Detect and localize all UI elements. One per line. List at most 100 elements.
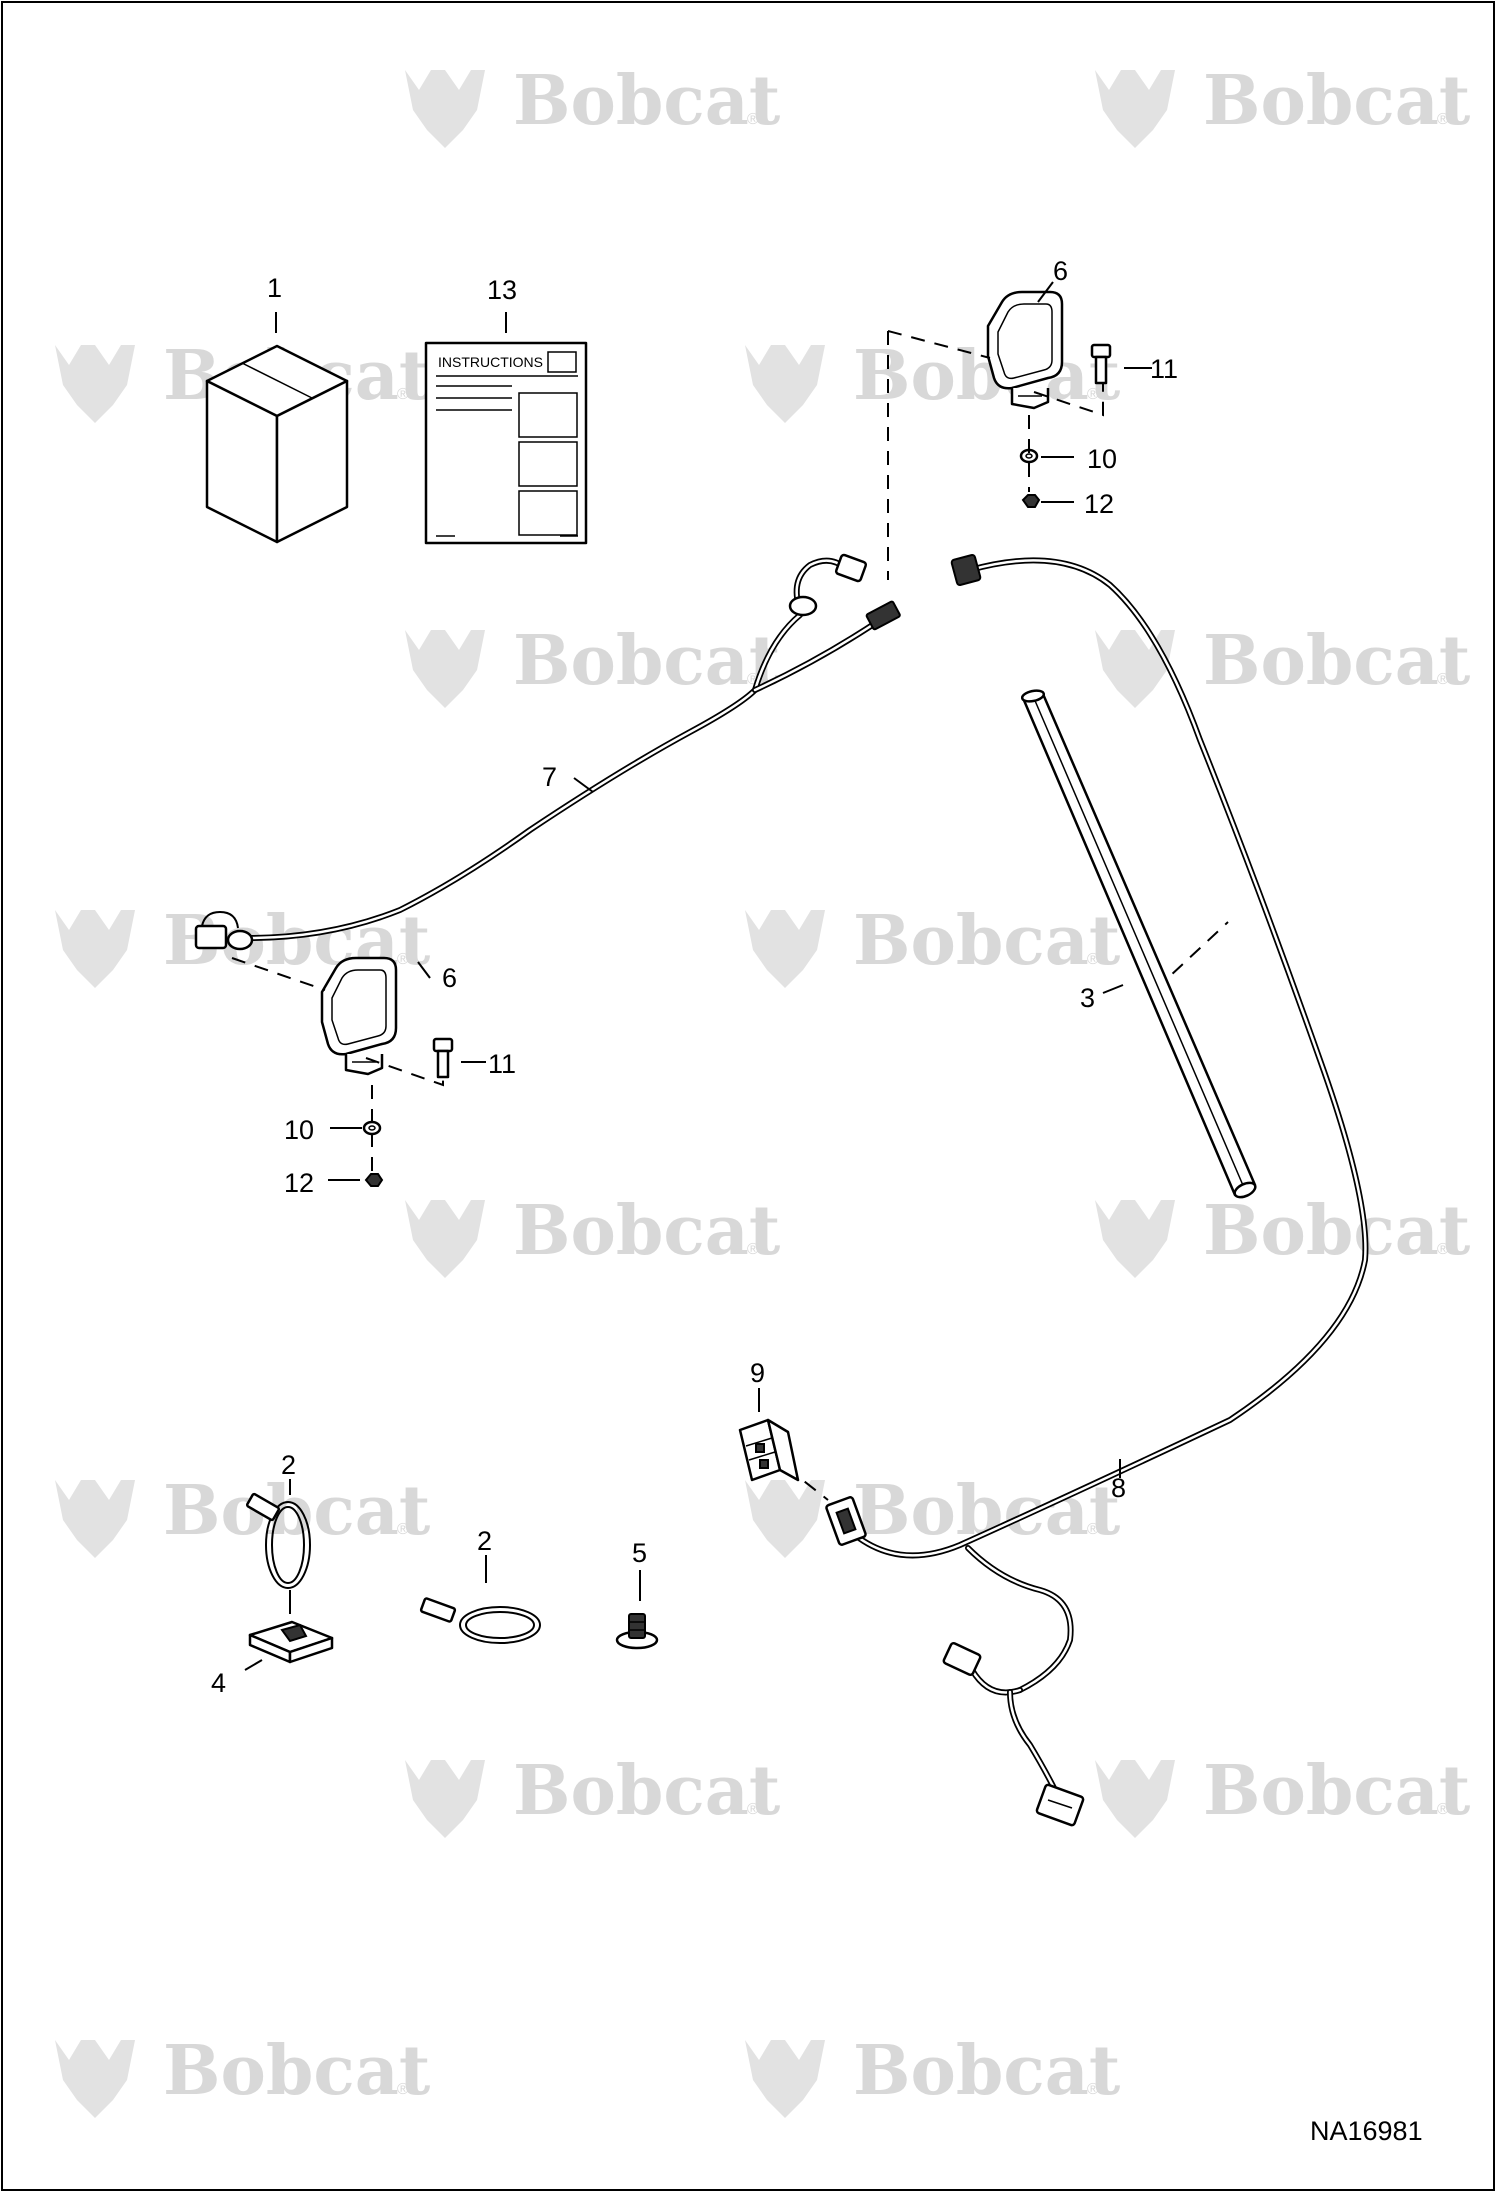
watermark-reg-mark: ® <box>1437 1801 1449 1818</box>
kit-box <box>205 344 349 544</box>
watermark-text: Bobcat <box>853 2031 1121 2111</box>
bobcat-watermark-logo: Bobcat® <box>1095 621 1471 708</box>
watermark-text: Bobcat <box>163 1471 431 1551</box>
watermark-reg-mark: ® <box>397 951 409 968</box>
bobcat-watermark-logo: Bobcat® <box>745 2031 1121 2118</box>
bobcat-head-icon <box>1095 1760 1175 1838</box>
leader-lines <box>244 281 1152 1671</box>
watermark-reg-mark: ® <box>1437 111 1449 128</box>
instructions-heading: INSTRUCTIONS <box>438 354 543 370</box>
callout-12-left: 12 <box>284 1168 314 1198</box>
bobcat-watermark-logo: Bobcat® <box>1095 1751 1471 1838</box>
bobcat-watermark-logo: Bobcat® <box>745 336 1121 423</box>
bobcat-head-icon <box>405 1200 485 1278</box>
bobcat-watermark-logo: Bobcat® <box>405 1191 781 1278</box>
relay-9 <box>738 1418 800 1482</box>
nut-top <box>1021 494 1041 508</box>
callout-4: 4 <box>211 1668 226 1698</box>
bobcat-watermark-logo: Bobcat® <box>1095 61 1471 148</box>
harness-7 <box>194 553 901 951</box>
watermark-text: Bobcat <box>1203 61 1471 141</box>
callout-5: 5 <box>632 1538 647 1568</box>
work-light-left <box>320 956 398 1076</box>
bobcat-head-icon <box>745 910 825 988</box>
watermark-reg-mark: ® <box>1087 2081 1099 2098</box>
watermark-reg-mark: ® <box>1087 951 1099 968</box>
watermark-text: Bobcat <box>1203 1751 1471 1831</box>
drawing-id: NA16981 <box>1310 2116 1423 2146</box>
bobcat-head-icon <box>405 70 485 148</box>
callout-6-left: 6 <box>442 963 457 993</box>
nut-left <box>364 1173 384 1187</box>
watermark-reg-mark: ® <box>1437 671 1449 688</box>
callout-12-top: 12 <box>1084 489 1114 519</box>
callouts: 1 13 6 11 10 12 7 6 11 10 12 3 9 8 2 2 4… <box>211 256 1178 1698</box>
callout-2-left: 2 <box>281 1450 296 1480</box>
harness-8 <box>825 554 1369 1827</box>
bobcat-head-icon <box>745 345 825 423</box>
callout-6-top: 6 <box>1053 256 1068 286</box>
bobcat-head-icon <box>1095 630 1175 708</box>
watermark-text: Bobcat <box>1203 621 1471 701</box>
callout-2-mid: 2 <box>477 1526 492 1556</box>
callout-3: 3 <box>1080 983 1095 1013</box>
bobcat-head-icon <box>55 910 135 988</box>
watermark-text: Bobcat <box>513 1191 781 1271</box>
watermark-text: Bobcat <box>513 1751 781 1831</box>
watermark-reg-mark: ® <box>1087 386 1099 403</box>
bobcat-head-icon <box>405 630 485 708</box>
bobcat-watermark-logo: Bobcat® <box>745 901 1121 988</box>
bobcat-watermark-logo: Bobcat® <box>55 2031 431 2118</box>
watermark-reg-mark: ® <box>747 111 759 128</box>
bobcat-head-icon <box>55 1480 135 1558</box>
watermark-reg-mark: ® <box>397 1521 409 1538</box>
bobcat-watermark-logo: Bobcat® <box>405 61 781 148</box>
cable-tie-mid <box>419 1597 541 1644</box>
bobcat-head-icon <box>405 1760 485 1838</box>
bobcat-head-icon <box>1095 1200 1175 1278</box>
push-rivet-5 <box>615 1613 659 1650</box>
watermark-text: Bobcat <box>163 2031 431 2111</box>
cable-tie-left <box>245 1492 311 1589</box>
watermark-text: Bobcat <box>513 621 781 701</box>
bobcat-watermark-logo: Bobcat® <box>405 621 781 708</box>
callout-13: 13 <box>487 275 517 305</box>
bobcat-watermark-logo: Bobcat® <box>55 1471 431 1558</box>
bobcat-head-icon <box>55 345 135 423</box>
watermark-text: Bobcat <box>853 1471 1121 1551</box>
watermark-layer: Bobcat®Bobcat®Bobcat®Bobcat®Bobcat®Bobca… <box>55 61 1471 2118</box>
strip-3 <box>1020 689 1257 1199</box>
bobcat-watermark-logo: Bobcat® <box>1095 1191 1471 1278</box>
bobcat-head-icon <box>55 2040 135 2118</box>
watermark-reg-mark: ® <box>747 1241 759 1258</box>
bobcat-watermark-logo: Bobcat® <box>745 1471 1121 1558</box>
bobcat-head-icon <box>1095 70 1175 148</box>
callout-11-left: 11 <box>488 1049 516 1079</box>
watermark-reg-mark: ® <box>397 386 409 403</box>
callout-11-top: 11 <box>1150 354 1178 384</box>
watermark-text: Bobcat <box>853 901 1121 981</box>
callout-8: 8 <box>1111 1473 1126 1503</box>
bolt-left <box>432 1037 454 1079</box>
watermark-reg-mark: ® <box>747 1801 759 1818</box>
watermark-reg-mark: ® <box>397 2081 409 2098</box>
bolt-top <box>1090 343 1112 385</box>
bobcat-watermark-logo: Bobcat® <box>405 1751 781 1838</box>
washer-left-hole <box>368 1125 376 1131</box>
watermark-reg-mark: ® <box>1087 1521 1099 1538</box>
watermark-text: Bobcat <box>1203 1191 1471 1271</box>
tie-mount-4 <box>248 1620 334 1664</box>
callout-7: 7 <box>542 762 557 792</box>
instructions-sheet: INSTRUCTIONS <box>424 341 588 545</box>
callout-1: 1 <box>267 273 282 303</box>
bobcat-head-icon <box>745 1480 825 1558</box>
washer-top-hole <box>1025 453 1033 459</box>
callout-10-left: 10 <box>284 1115 314 1145</box>
watermark-reg-mark: ® <box>1437 1241 1449 1258</box>
callout-10-top: 10 <box>1087 444 1117 474</box>
callout-9: 9 <box>750 1358 765 1388</box>
watermark-text: Bobcat <box>513 61 781 141</box>
bobcat-head-icon <box>745 2040 825 2118</box>
washer-left <box>362 1120 382 1136</box>
